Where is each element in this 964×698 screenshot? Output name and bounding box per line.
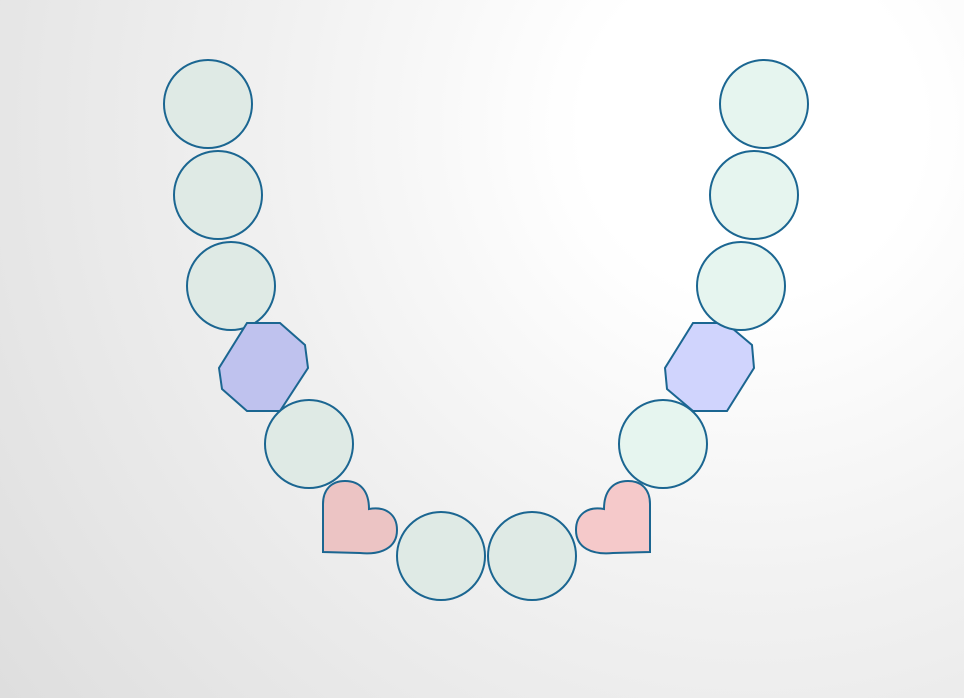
bead-heart-right <box>574 479 651 555</box>
bead-circle-right-3 <box>696 241 786 331</box>
bead-circle-left-3 <box>186 241 276 331</box>
bead-circle-right-1 <box>719 59 809 149</box>
bead-circle-left-2 <box>173 150 263 240</box>
bead-circle-left-4 <box>264 399 354 489</box>
bead-heart-left <box>322 479 399 555</box>
bead-circle-bottom-right <box>487 511 577 601</box>
bottom-strand <box>396 511 577 601</box>
bead-octagon-left <box>217 322 310 412</box>
bead-circle-right-4 <box>618 399 708 489</box>
bead-octagon-right <box>663 322 756 412</box>
bead-circle-left-1 <box>163 59 253 149</box>
bead-circle-bottom-left <box>396 511 486 601</box>
left-strand <box>163 59 399 555</box>
right-strand <box>574 59 809 555</box>
bead-circle-right-2 <box>709 150 799 240</box>
